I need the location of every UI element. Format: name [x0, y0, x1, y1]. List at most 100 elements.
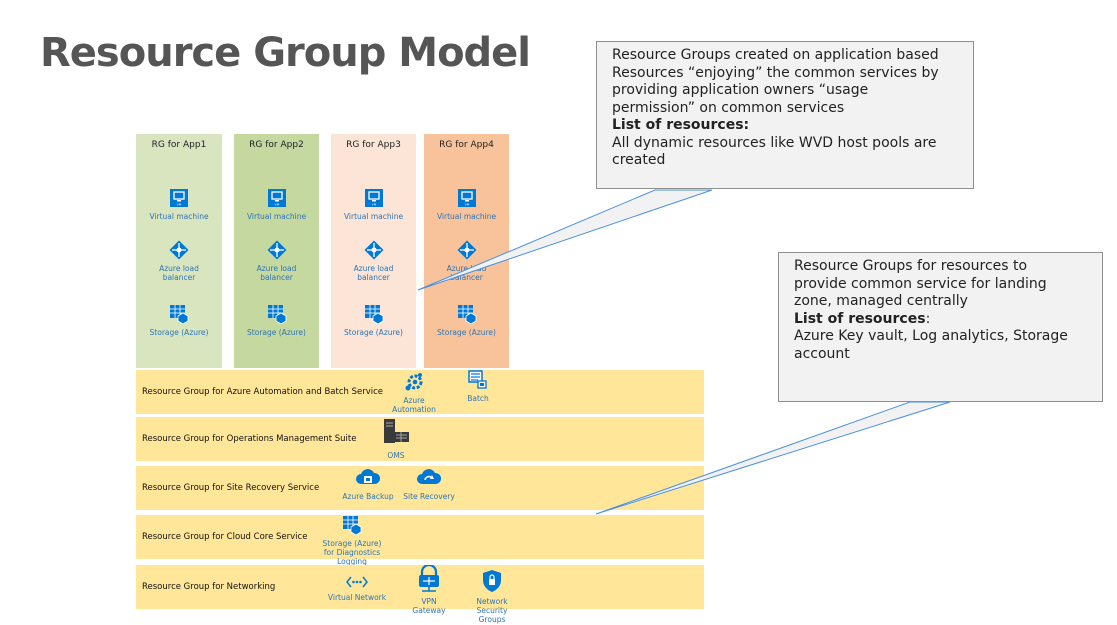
callout-core-tail: account	[794, 345, 850, 362]
storage-azure-label: Storage (Azure)	[247, 328, 306, 337]
svg-text:VM: VM	[177, 203, 182, 207]
storage-icon	[457, 304, 477, 328]
virtual-machine-label: Virtual machine	[246, 212, 307, 221]
azure-load-balancer-label: balancer	[162, 273, 196, 282]
service-label: OMS	[387, 451, 405, 460]
column-title: RG for App2	[249, 140, 304, 150]
service-label: Logging	[337, 557, 367, 566]
row-label: Resource Group for Site Recovery Service	[142, 483, 320, 493]
callout-core-line: zone, managed centrally	[794, 293, 968, 309]
azure-load-balancer-label: balancer	[450, 273, 483, 282]
storage-azure: Storage (Azure)	[424, 304, 509, 337]
vm-icon: VM	[364, 188, 384, 212]
resource-group-row-resource-group-for-site-recovery-service: Resource Group for Site Recovery Service…	[136, 466, 704, 510]
virtual-machine-label: Virtual machine	[436, 212, 497, 221]
virtual-network-icon	[345, 574, 369, 593]
service-batch: Batch	[462, 370, 494, 403]
storage-azure: Storage (Azure)	[331, 304, 416, 337]
vm-icon: VM	[169, 188, 189, 212]
callout-core-tail: Azure Key vault, Log analytics, Storage	[794, 328, 1068, 344]
row-label: Resource Group for Azure Automation and …	[142, 387, 384, 397]
service-label: Storage (Azure)	[322, 539, 382, 548]
callout-core-line: provide common service for landing	[794, 275, 1047, 292]
service-label: for Diagnostics	[323, 548, 381, 557]
column-title: RG for App3	[346, 140, 401, 150]
backup-cloud-icon	[355, 466, 381, 492]
service-label: Security	[476, 606, 508, 615]
callout-app-line: providing application owners “usage	[612, 82, 869, 98]
callout-app-heading: List of resources:	[612, 117, 750, 133]
load-balancer-icon	[267, 240, 287, 264]
azure-load-balancer-label: Azure load	[446, 264, 487, 273]
resource-group-row-resource-group-for-operations-management-suite: Resource Group for Operations Management…	[136, 417, 704, 461]
callout-core-groups: Resource Groups for resources to provide…	[778, 252, 1103, 402]
vm-icon: VM	[457, 188, 477, 212]
service-label: Azure	[403, 396, 425, 405]
callout-core-pointer	[595, 401, 951, 515]
service-virtual-network: Virtual Network	[326, 574, 388, 602]
callout-app-line: Resources “enjoying” the common services…	[612, 64, 939, 81]
virtual-machine: VM Virtual machine	[136, 188, 222, 221]
service-label: VPN	[421, 597, 437, 606]
service-site-recovery-cloud: Site Recovery	[401, 466, 457, 501]
storage-icon	[364, 304, 384, 328]
load-balancer-icon	[364, 240, 384, 264]
storage-icon	[267, 304, 287, 328]
row-label: Resource Group for Cloud Core Service	[142, 532, 308, 542]
service-label: Automation	[392, 405, 436, 414]
service-oms-server: OMS	[381, 417, 411, 460]
load-balancer-icon	[457, 240, 477, 264]
storage-azure-label: Storage (Azure)	[437, 328, 496, 337]
callout-app-line: Resource Groups created on application b…	[612, 47, 939, 63]
virtual-machine-label: Virtual machine	[149, 212, 209, 221]
storage-icon	[169, 304, 189, 328]
callout-app-line: permission” on common services	[612, 99, 845, 116]
azure-load-balancer-label: Azure load	[256, 264, 297, 273]
storage-azure-label: Storage (Azure)	[344, 328, 403, 337]
service-label: Batch	[467, 394, 489, 403]
callout-core-heading: List of resources	[794, 310, 926, 327]
batch-icon	[468, 370, 488, 394]
page-title: Resource Group Model	[40, 30, 531, 76]
svg-text:VM: VM	[464, 203, 469, 207]
azure-load-balancer-label: balancer	[260, 273, 293, 282]
callout-app-tail: All dynamic resources like WVD host pool…	[612, 134, 937, 151]
callout-core-line: Resource Groups for resources to	[794, 258, 1028, 274]
vpn-gateway-icon	[417, 563, 441, 597]
service-label: Virtual Network	[327, 593, 387, 602]
callout-app-pointer	[417, 189, 713, 291]
oms-server-icon	[381, 417, 411, 451]
storage-azure-label: Storage (Azure)	[149, 328, 209, 337]
azure-load-balancer-label: Azure load	[353, 264, 394, 273]
callout-app-tail: created	[612, 152, 666, 168]
storage-azure: Storage (Azure)	[136, 304, 222, 337]
site-recovery-cloud-icon	[416, 466, 442, 492]
virtual-machine: VM Virtual machine	[424, 188, 509, 221]
load-balancer-icon	[169, 240, 189, 264]
nsg-shield-icon	[482, 569, 502, 597]
service-label: Site Recovery	[403, 492, 455, 501]
service-label: Network	[476, 597, 508, 606]
azure-load-balancer-label: Azure load	[159, 264, 199, 273]
service-label: Groups	[478, 615, 506, 624]
service-label: Azure Backup	[342, 492, 394, 501]
column-title: RG for App4	[439, 140, 494, 150]
service-backup-cloud: Azure Backup	[340, 466, 396, 501]
storage-icon	[342, 515, 362, 539]
service-label: Gateway	[412, 606, 446, 615]
column-title: RG for App1	[151, 140, 207, 150]
resource-group-row-resource-group-for-azure-automation-and-batch-service: Resource Group for Azure Automation and …	[136, 370, 704, 414]
azure-load-balancer-label: balancer	[357, 273, 390, 282]
